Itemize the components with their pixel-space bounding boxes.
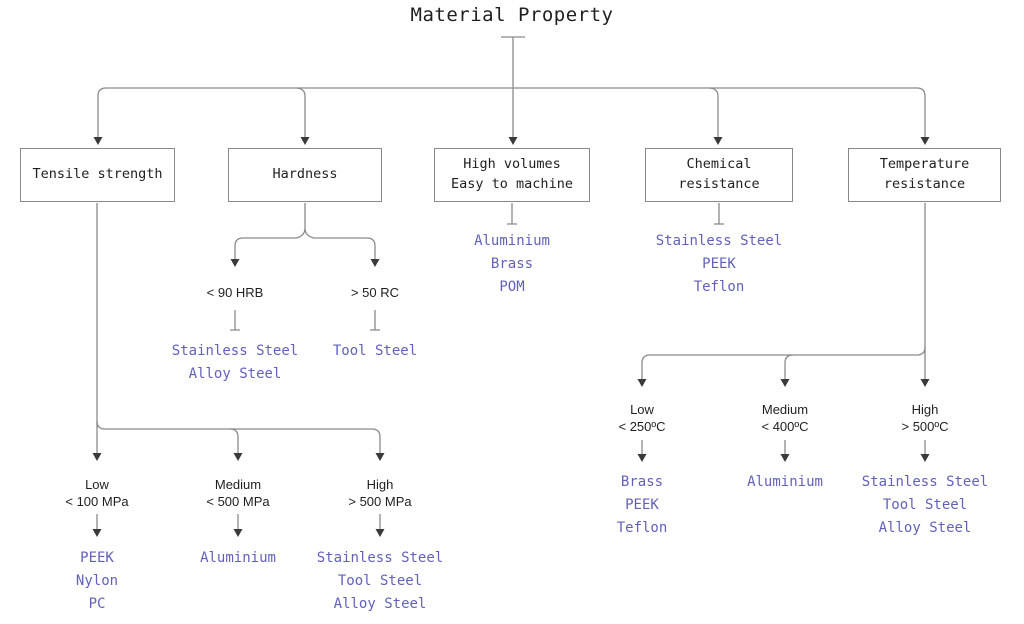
criterion-tensile-low: Low < 100 MPa xyxy=(65,476,128,510)
material-item: PEEK xyxy=(80,550,114,566)
materials-hardness-rc: Tool Steel xyxy=(333,340,417,363)
criterion-value: < 500 MPa xyxy=(206,494,270,509)
criterion-tensile-high: High > 500 MPa xyxy=(348,476,411,510)
material-item: PC xyxy=(88,596,106,612)
root-box-hardness: Hardness xyxy=(228,148,382,202)
criterion-value: < 250ºC xyxy=(618,419,666,434)
criterion-level: Medium xyxy=(214,477,262,492)
material-item: Alloy Steel xyxy=(878,520,972,536)
materials-temperature-low: Brass PEEK Teflon xyxy=(617,471,668,540)
materials-tensile-high: Stainless Steel Tool Steel Alloy Steel xyxy=(317,547,443,616)
material-item: PEEK xyxy=(625,497,659,513)
material-item: Stainless Steel xyxy=(316,550,444,566)
material-item: Stainless Steel xyxy=(861,474,989,490)
criterion-level: High xyxy=(366,477,394,492)
criterion-level: High xyxy=(911,402,939,417)
material-item: Aluminium xyxy=(200,550,276,566)
material-item: Brass xyxy=(490,256,534,272)
material-item: Tool Steel xyxy=(882,497,968,513)
material-item: PEEK xyxy=(702,256,736,272)
materials-temperature-medium: Aluminium xyxy=(747,471,823,494)
root-box-chemical-resistance: Chemical resistance xyxy=(645,148,793,202)
materials-temperature-high: Stainless Steel Tool Steel Alloy Steel xyxy=(862,471,988,540)
material-item: POM xyxy=(499,279,525,295)
criterion-value: < 100 MPa xyxy=(65,494,129,509)
material-item: Aluminium xyxy=(474,233,550,249)
root-box-high-volumes: High volumes Easy to machine xyxy=(434,148,590,202)
root-box-tensile-strength: Tensile strength xyxy=(20,148,175,202)
criterion-value: < 400ºC xyxy=(761,419,809,434)
material-item: Stainless Steel xyxy=(655,233,783,249)
material-item: Brass xyxy=(620,474,664,490)
criterion-hardness-rc: > 50 RC xyxy=(351,284,399,301)
material-item: Tool Steel xyxy=(337,573,423,589)
materials-hardness-hrb: Stainless Steel Alloy Steel xyxy=(172,340,298,386)
material-item: Teflon xyxy=(693,279,745,295)
material-item: Teflon xyxy=(616,520,668,536)
material-item: Nylon xyxy=(75,573,119,589)
material-item: Aluminium xyxy=(747,474,823,490)
criterion-hardness-hrb: < 90 HRB xyxy=(207,284,264,301)
criterion-level: Medium xyxy=(761,402,809,417)
criterion-temperature-high: High > 500ºC xyxy=(901,401,948,435)
material-item: Stainless Steel xyxy=(171,343,299,359)
diagram-title: Material Property xyxy=(410,4,614,26)
criterion-value: > 50 RC xyxy=(350,285,400,300)
material-item: Alloy Steel xyxy=(188,366,282,382)
materials-high-volumes: Aluminium Brass POM xyxy=(474,230,550,299)
criterion-level: Low xyxy=(630,402,654,417)
material-item: Alloy Steel xyxy=(333,596,427,612)
criterion-temperature-low: Low < 250ºC xyxy=(618,401,665,435)
materials-tensile-low: PEEK Nylon PC xyxy=(76,547,118,616)
materials-tensile-medium: Aluminium xyxy=(200,547,276,570)
criterion-tensile-medium: Medium < 500 MPa xyxy=(206,476,269,510)
criterion-level: Low xyxy=(85,477,109,492)
criterion-value: > 500ºC xyxy=(901,419,949,434)
criterion-temperature-medium: Medium < 400ºC xyxy=(761,401,808,435)
root-box-temperature-resistance: Temperature resistance xyxy=(848,148,1001,202)
materials-chemical-resistance: Stainless Steel PEEK Teflon xyxy=(656,230,782,299)
criterion-value: > 500 MPa xyxy=(348,494,412,509)
criterion-value: < 90 HRB xyxy=(206,285,264,300)
material-item: Tool Steel xyxy=(332,343,418,359)
